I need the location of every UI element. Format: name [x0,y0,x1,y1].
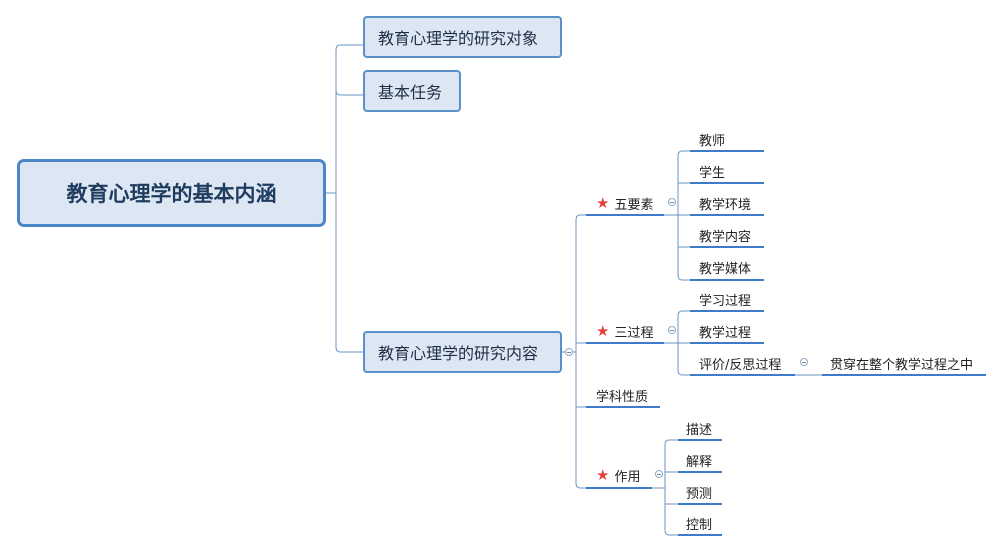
connector-content-trunk [575,214,581,489]
star-icon: ★ [596,466,610,484]
branch-basic-tasks[interactable]: 基本任务 [363,70,461,112]
leaf-learning-process[interactable]: 学习过程 [699,290,751,309]
leaf-teaching-environment-label: 教学环境 [699,198,752,213]
underline [690,374,795,376]
underline [690,150,764,152]
leaf-teacher[interactable]: 教师 [699,130,725,149]
root-topic-label: 教育心理学的基本内涵 [66,182,277,206]
underline [586,342,664,344]
underline [678,503,722,505]
topic-five-elements-label: 五要素 [614,198,654,213]
underline [586,214,664,216]
underline [678,471,722,473]
collapse-toggle-five-elements[interactable] [668,198,676,206]
branch-research-object[interactable]: 教育心理学的研究对象 [363,16,562,58]
leaf-control[interactable]: 控制 [686,514,712,533]
underline [822,374,986,376]
underline [690,279,764,281]
connector-five-leaves [678,182,690,248]
leaf-describe-label: 描述 [686,423,713,438]
leaf-predict-label: 预测 [686,487,713,502]
underline [586,406,660,408]
leaf-describe[interactable]: 描述 [686,419,712,438]
connector-basic-tasks [335,89,363,96]
collapse-toggle-three-processes[interactable] [668,326,676,334]
underline [678,534,722,536]
leaf-evaluation-process[interactable]: 评价/反思过程 [699,354,781,373]
leaf-teaching-content-label: 教学内容 [699,230,752,245]
leaf-evaluation-note[interactable]: 贯穿在整个教学过程之中 [830,354,973,373]
underline [690,214,764,216]
underline [586,487,652,489]
underline [690,342,764,344]
leaf-teaching-environment[interactable]: 教学环境 [699,194,751,213]
branch-basic-tasks-label: 基本任务 [378,83,443,102]
branch-research-content[interactable]: 教育心理学的研究内容 [363,331,562,373]
topic-discipline-nature-label: 学科性质 [596,390,649,405]
underline [690,246,764,248]
connector-three-leaves [678,310,690,376]
star-icon: ★ [596,194,610,212]
topic-functions[interactable]: ★ 作用 [596,466,641,486]
leaf-teaching-process[interactable]: 教学过程 [699,322,751,341]
underline [690,310,764,312]
star-icon: ★ [596,322,610,340]
topic-three-processes-label: 三过程 [614,326,654,341]
collapse-toggle-functions[interactable] [655,470,663,478]
underline [690,182,764,184]
branch-research-object-label: 教育心理学的研究对象 [378,29,539,48]
leaf-teacher-label: 教师 [699,134,726,149]
leaf-evaluation-process-label: 评价/反思过程 [699,358,782,373]
leaf-explain[interactable]: 解释 [686,451,712,470]
leaf-explain-label: 解释 [686,455,713,470]
connector-five-ends [682,150,690,281]
leaf-student[interactable]: 学生 [699,162,725,181]
collapse-toggle-evaluation[interactable] [800,358,808,366]
leaf-evaluation-note-label: 贯穿在整个教学过程之中 [830,358,974,373]
connector-trunk [335,44,341,353]
topic-functions-label: 作用 [614,470,641,485]
connector-functions-leaves [665,439,678,536]
leaf-control-label: 控制 [686,518,713,533]
leaf-learning-process-label: 学习过程 [699,294,752,309]
leaf-predict[interactable]: 预测 [686,483,712,502]
root-topic[interactable]: 教育心理学的基本内涵 [17,159,326,227]
leaf-teaching-media-label: 教学媒体 [699,262,752,277]
topic-three-processes[interactable]: ★ 三过程 [596,322,654,342]
leaf-teaching-process-label: 教学过程 [699,326,752,341]
topic-discipline-nature[interactable]: 学科性质 [596,386,648,405]
branch-research-content-label: 教育心理学的研究内容 [378,344,539,363]
topic-five-elements[interactable]: ★ 五要素 [596,194,654,214]
underline [678,439,722,441]
leaf-teaching-media[interactable]: 教学媒体 [699,258,751,277]
collapse-toggle-research-content[interactable] [565,348,573,356]
connector-functions-trunk [664,439,670,536]
leaf-student-label: 学生 [699,166,726,181]
leaf-teaching-content[interactable]: 教学内容 [699,226,751,245]
